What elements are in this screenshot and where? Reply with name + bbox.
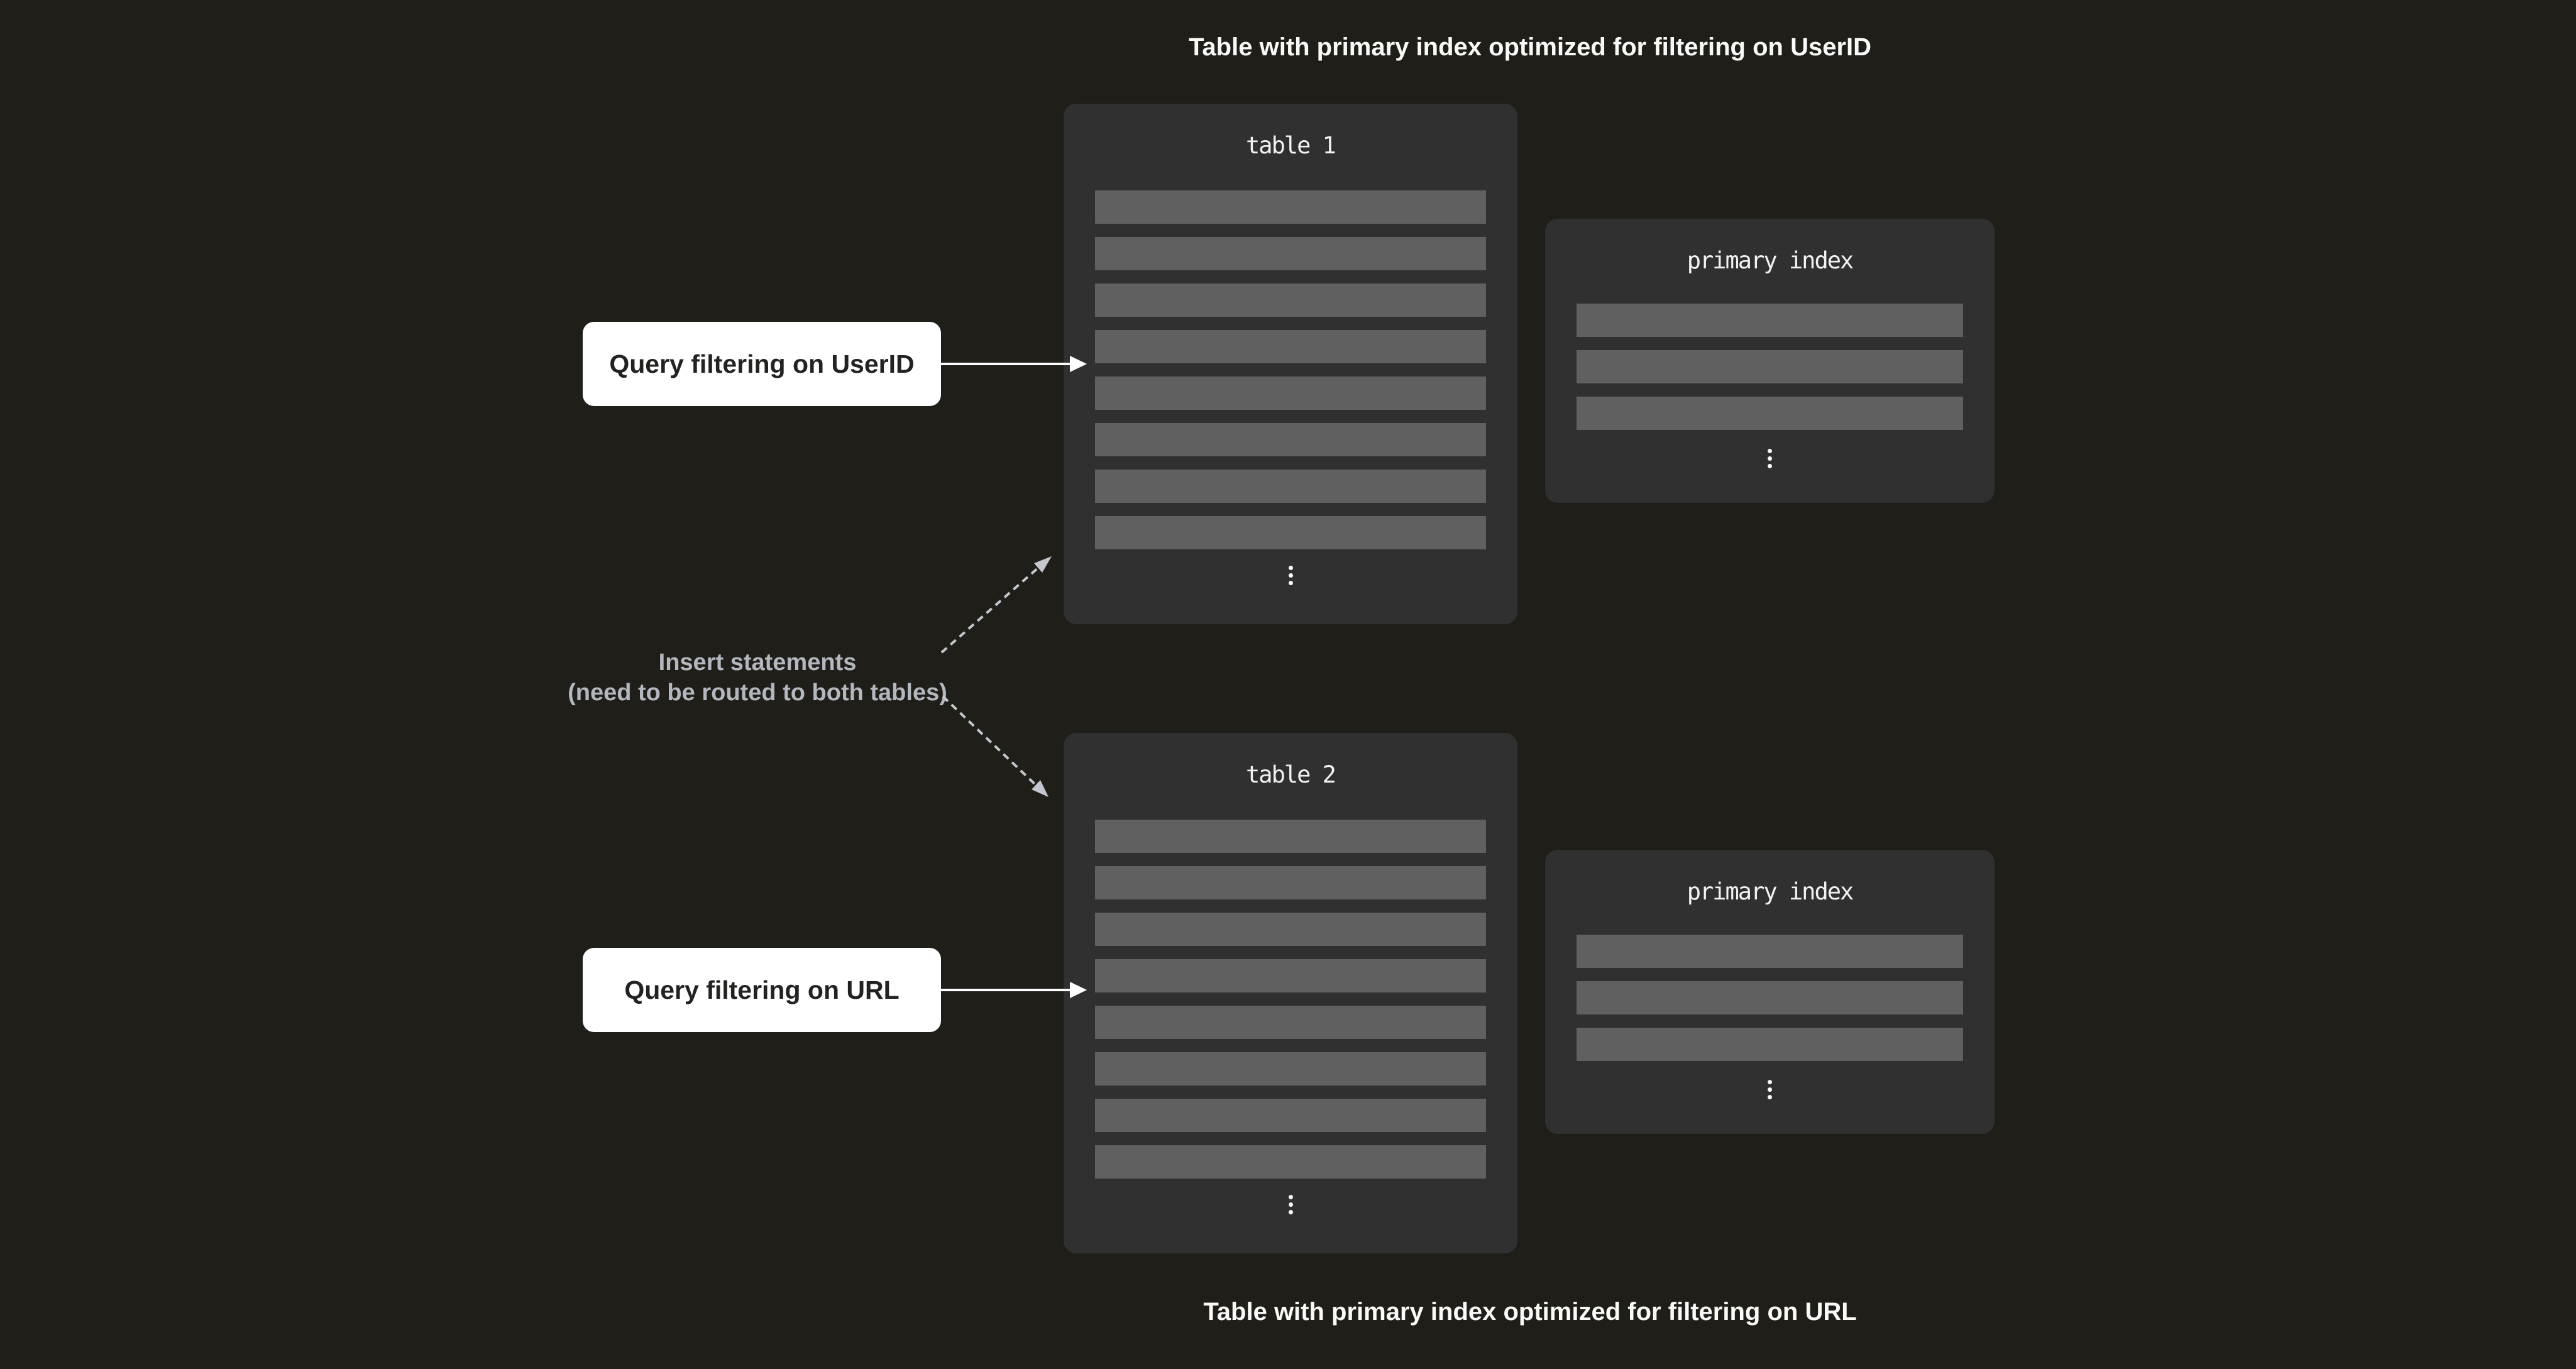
table-row-placeholder [1577,304,1963,337]
query-url-callout: Query filtering on URL [583,948,941,1032]
table-row-placeholder [1577,397,1963,430]
table-row-placeholder [1095,516,1486,549]
table-row-placeholder [1095,866,1486,899]
table-row-placeholder [1577,935,1963,968]
table2-label: table 2 [1246,761,1336,788]
table-row-placeholder [1095,377,1486,410]
vertical-ellipsis-icon [1545,449,1995,468]
primary-index2-label: primary index [1687,878,1854,905]
table-row-placeholder [1095,470,1486,503]
table-row-placeholder [1095,1099,1486,1132]
query-userid-callout: Query filtering on UserID [583,322,941,406]
table-row-placeholder [1095,1145,1486,1179]
vertical-ellipsis-icon [1545,1080,1995,1099]
dashed-arrow-to-table2 [942,695,1049,797]
table-row-placeholder [1095,190,1486,224]
insert-note-line2: (need to be routed to both tables) [568,679,947,706]
table-row-placeholder [1577,1028,1963,1061]
top-caption: Table with primary index optimized for f… [1188,33,1872,61]
primary-index1-label: primary index [1687,247,1854,274]
table-row-placeholder [1095,820,1486,853]
insert-note-line1: Insert statements [658,649,857,676]
bottom-caption: Table with primary index optimized for f… [1203,1298,1857,1326]
table-row-placeholder [1095,913,1486,946]
primary-index1-panel: primary index [1545,219,1995,503]
table-row-placeholder [1577,981,1963,1014]
table-row-placeholder [1095,330,1486,363]
query-url-label: Query filtering on URL [624,975,900,1004]
primary-index1-rows [1577,304,1963,430]
insert-note: Insert statements (need to be routed to … [412,647,1103,708]
primary-index2-rows [1577,935,1963,1061]
table-row-placeholder [1095,283,1486,317]
vertical-ellipsis-icon [1064,566,1517,585]
table1-panel: table 1 [1064,104,1517,624]
table2-panel: table 2 [1064,733,1517,1253]
table-row-placeholder [1095,1006,1486,1039]
vertical-ellipsis-icon [1064,1195,1517,1214]
table-row-placeholder [1095,237,1486,270]
table1-label: table 1 [1246,132,1336,159]
query-userid-label: Query filtering on UserID [609,349,915,378]
table2-rows [1095,820,1486,1179]
table-row-placeholder [1095,423,1486,456]
table-row-placeholder [1095,1052,1486,1086]
table1-rows [1095,190,1486,549]
table-row-placeholder [1095,959,1486,992]
table-row-placeholder [1577,350,1963,383]
dashed-arrow-to-table1 [940,556,1052,654]
primary-index2-panel: primary index [1545,850,1995,1134]
